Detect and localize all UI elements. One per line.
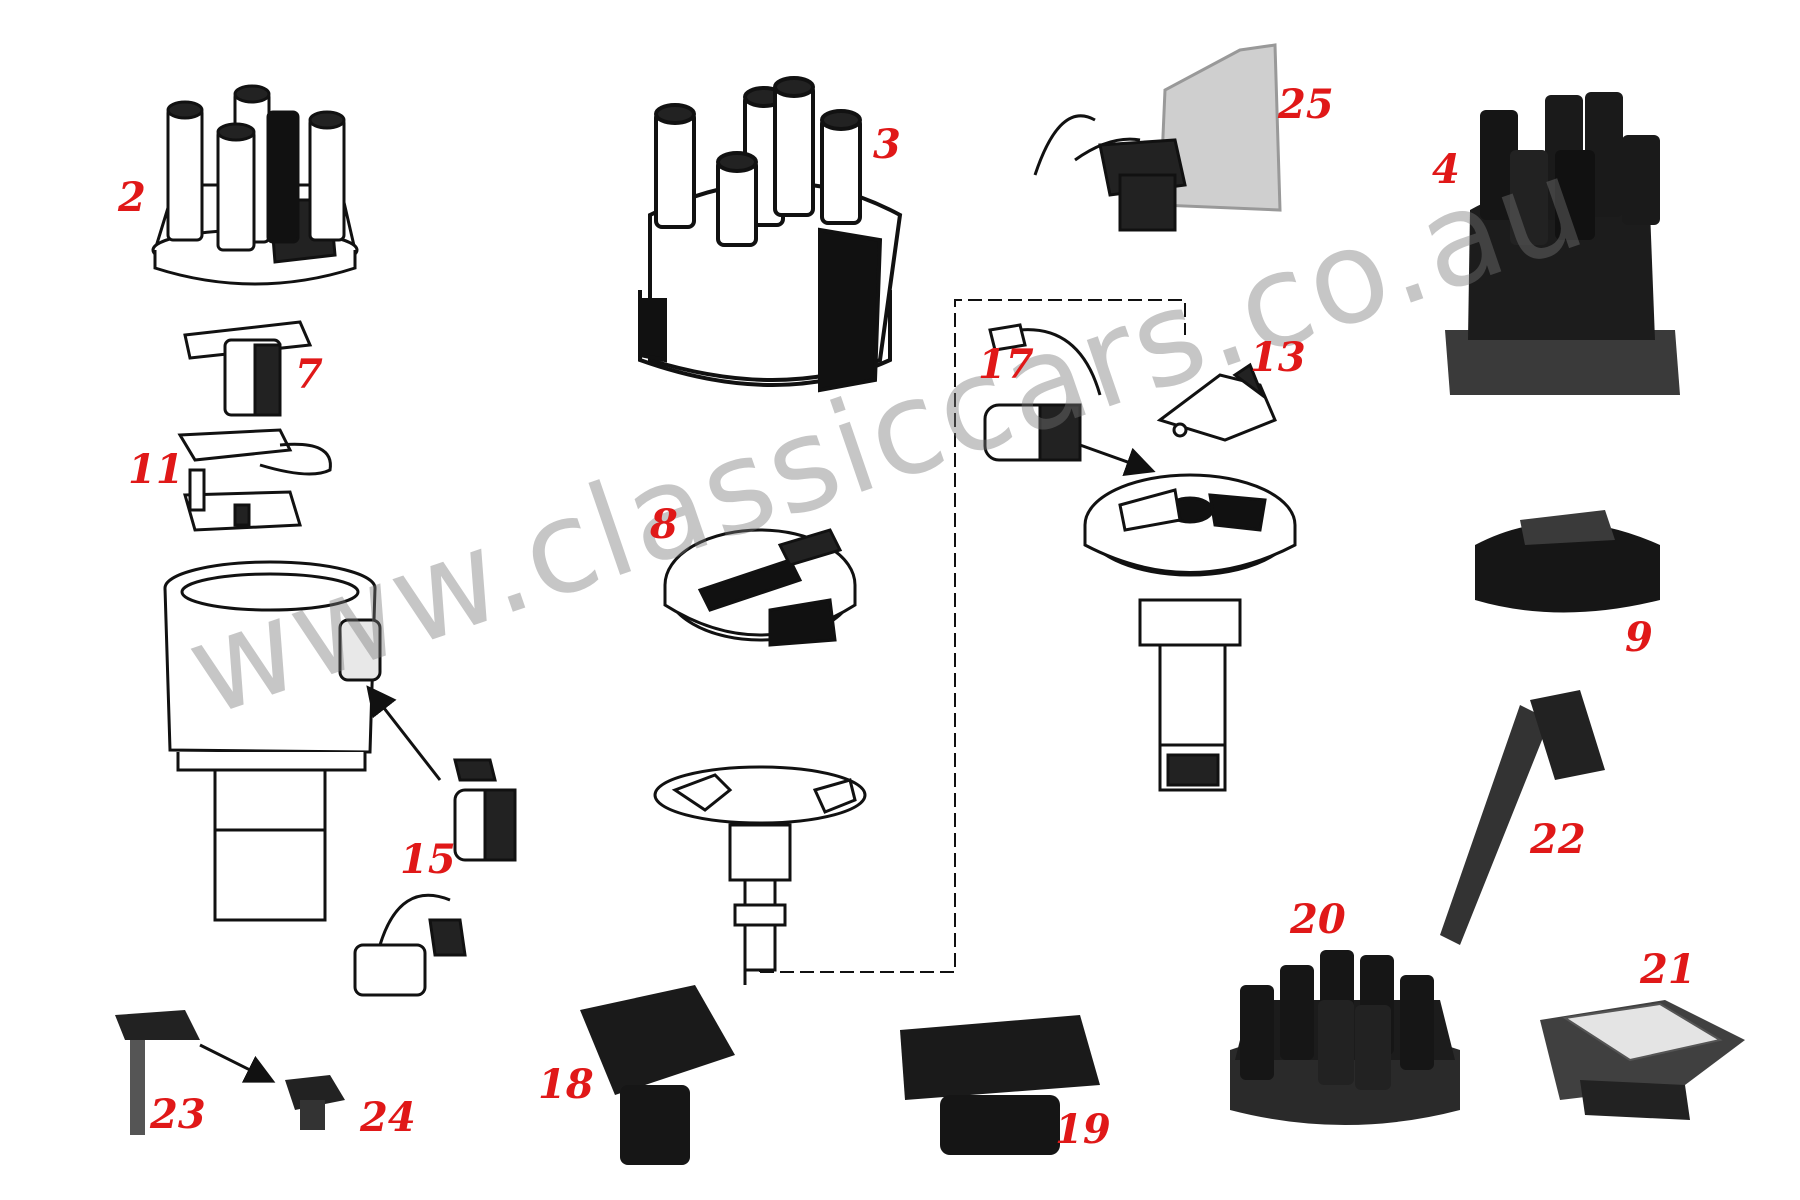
distributor-cap-20-icon bbox=[1230, 950, 1460, 1125]
part-label-21: 21 bbox=[1640, 946, 1696, 993]
rotor-arm-7-icon bbox=[183, 320, 313, 417]
group-bracket bbox=[759, 299, 1186, 973]
rotor-9-icon bbox=[1475, 510, 1660, 613]
distributor-body-left-icon bbox=[163, 560, 382, 922]
condenser-15b-icon bbox=[353, 893, 467, 997]
part-label-17: 17 bbox=[978, 341, 1034, 388]
contact-points-13-icon bbox=[1156, 362, 1277, 442]
ignition-module-21-icon bbox=[1540, 1000, 1745, 1120]
part-label-4: 4 bbox=[1432, 146, 1460, 193]
part-label-9: 9 bbox=[1625, 614, 1653, 661]
distributor-cap-3-icon bbox=[638, 76, 903, 393]
contact-points-11-icon bbox=[177, 428, 332, 532]
part-label-18: 18 bbox=[538, 1061, 594, 1108]
part-label-7: 7 bbox=[295, 351, 323, 398]
rotor-24-icon bbox=[285, 1075, 345, 1130]
condenser-17-icon bbox=[983, 323, 1156, 477]
distributor-body-center-icon bbox=[653, 765, 867, 985]
rotor-shaft-23-icon bbox=[115, 1010, 276, 1135]
part-label-23: 23 bbox=[150, 1091, 206, 1138]
distributor-cap-2-icon bbox=[151, 84, 359, 286]
part-label-25: 25 bbox=[1278, 81, 1334, 128]
part-label-19: 19 bbox=[1055, 1106, 1111, 1153]
part-label-24: 24 bbox=[360, 1094, 416, 1141]
rotor-shaft-22-icon bbox=[1440, 690, 1605, 945]
distributor-body-right-icon bbox=[1083, 473, 1297, 792]
part-label-8: 8 bbox=[650, 501, 678, 548]
part-label-13: 13 bbox=[1250, 334, 1306, 381]
ignition-module-25-icon bbox=[1033, 43, 1282, 232]
rotor-19-icon bbox=[900, 1015, 1100, 1155]
part-label-20: 20 bbox=[1290, 896, 1346, 943]
part-label-3: 3 bbox=[873, 121, 901, 168]
part-label-22: 22 bbox=[1530, 816, 1586, 863]
part-label-2: 2 bbox=[118, 174, 146, 221]
part-label-15: 15 bbox=[400, 836, 456, 883]
condenser-15-icon bbox=[366, 685, 517, 862]
distributor-cap-4-icon bbox=[1445, 92, 1680, 395]
rotor-18-icon bbox=[580, 985, 735, 1165]
rotor-plate-8-icon bbox=[663, 528, 857, 647]
part-label-11: 11 bbox=[128, 446, 184, 493]
